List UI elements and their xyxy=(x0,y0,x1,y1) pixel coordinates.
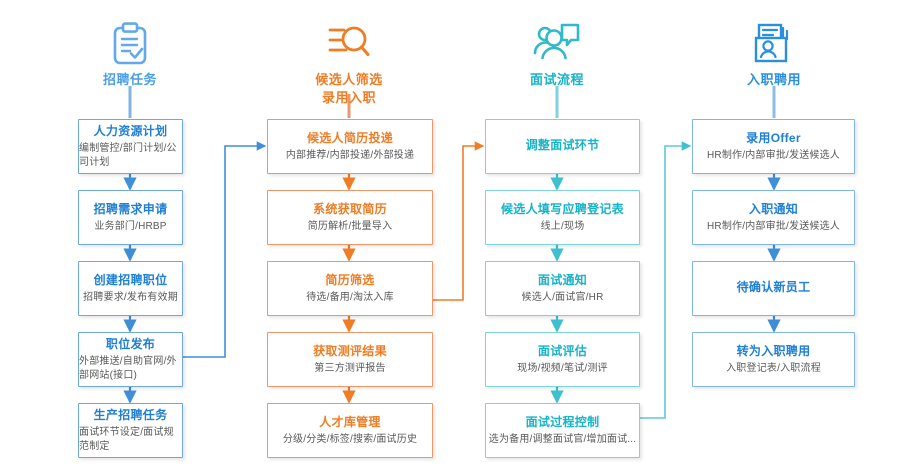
column-title-candidate-screen: 候选人筛选 录用入职 xyxy=(315,72,383,105)
node-subtitle: 编制管控/部门计划/公司计划 xyxy=(79,142,177,168)
node-title: 职位发布 xyxy=(105,336,156,351)
node-subtitle: 候选人/面试官/HR xyxy=(521,291,604,303)
clipboard-check-icon xyxy=(80,22,180,71)
node-interview-flow-4[interactable]: 面试评估 现场/视频/笔试/测评 xyxy=(485,332,640,387)
column-header-interview-flow: 面试流程 xyxy=(507,22,607,89)
node-subtitle: 线上/现场 xyxy=(540,220,585,232)
node-candidate-screen-5[interactable]: 人才库管理 分级/分类/标签/搜索/面试历史 xyxy=(267,403,433,458)
node-interview-flow-3[interactable]: 面试通知 候选人/面试官/HR xyxy=(485,261,640,316)
node-subtitle: 分级/分类/标签/搜索/面试历史 xyxy=(282,433,418,445)
node-subtitle: 入职登记表/入职流程 xyxy=(726,362,821,374)
node-title: 面试通知 xyxy=(537,272,588,287)
node-title: 创建招聘职位 xyxy=(93,272,168,287)
node-title: 人力资源计划 xyxy=(93,123,168,138)
node-subtitle: HR制作/内部审批/发送候选人 xyxy=(707,149,840,161)
node-recruit-task-3[interactable]: 创建招聘职位 招聘要求/发布有效期 xyxy=(78,261,183,316)
node-subtitle: 外部推送/自助官网/外部网站(接口) xyxy=(79,355,177,381)
node-onboarding-3[interactable]: 待确认新员工 xyxy=(692,261,855,316)
employee-folder-icon xyxy=(724,22,824,71)
node-subtitle: 选为备用/调整面试官/增加面试... xyxy=(488,433,637,445)
column-title-recruit-task: 招聘任务 xyxy=(102,72,157,87)
node-candidate-screen-2[interactable]: 系统获取简历 简历解析/批量导入 xyxy=(267,190,433,245)
node-candidate-screen-4[interactable]: 获取测评结果 第三方测评报告 xyxy=(267,332,433,387)
node-title: 候选人填写应聘登记表 xyxy=(500,201,624,216)
node-subtitle: 内部推荐/内部投递/外部投递 xyxy=(285,149,415,161)
node-title: 录用Offer xyxy=(746,130,801,145)
search-list-icon xyxy=(299,22,399,71)
column-header-recruit-task: 招聘任务 xyxy=(80,22,180,89)
node-onboarding-4[interactable]: 转为入职聘用 入职登记表/入职流程 xyxy=(692,332,855,387)
node-recruit-task-1[interactable]: 人力资源计划 编制管控/部门计划/公司计划 xyxy=(78,119,183,174)
node-candidate-screen-1[interactable]: 候选人简历投递 内部推荐/内部投递/外部投递 xyxy=(267,119,433,174)
node-subtitle: HR制作/内部审批/发送候选人 xyxy=(707,220,840,232)
node-title: 入职通知 xyxy=(748,201,799,216)
node-title: 待确认新员工 xyxy=(736,279,811,294)
node-interview-flow-5[interactable]: 面试过程控制 选为备用/调整面试官/增加面试... xyxy=(485,403,640,458)
column-header-candidate-screen: 候选人筛选 录用入职 xyxy=(299,22,399,107)
node-subtitle: 简历解析/批量导入 xyxy=(307,220,393,232)
column-title-onboarding: 入职聘用 xyxy=(746,72,801,87)
node-title: 生产招聘任务 xyxy=(93,407,168,422)
node-title: 面试评估 xyxy=(537,343,588,358)
node-onboarding-2[interactable]: 入职通知 HR制作/内部审批/发送候选人 xyxy=(692,190,855,245)
node-subtitle: 招聘要求/发布有效期 xyxy=(83,291,178,303)
node-title: 系统获取简历 xyxy=(313,201,387,216)
node-candidate-screen-3[interactable]: 简历筛选 待选/备用/淘汰入库 xyxy=(267,261,433,316)
node-subtitle: 面试环节设定/面试规范制定 xyxy=(79,426,174,452)
node-onboarding-1[interactable]: 录用Offer HR制作/内部审批/发送候选人 xyxy=(692,119,855,174)
node-title: 面试过程控制 xyxy=(525,414,600,429)
node-interview-flow-2[interactable]: 候选人填写应聘登记表 线上/现场 xyxy=(485,190,640,245)
node-title: 简历筛选 xyxy=(325,272,375,287)
node-subtitle: 第三方测评报告 xyxy=(314,362,386,374)
node-title: 调整面试环节 xyxy=(525,137,600,152)
column-header-onboarding: 入职聘用 xyxy=(724,22,824,89)
node-recruit-task-5[interactable]: 生产招聘任务 面试环节设定/面试规范制定 xyxy=(78,403,183,458)
node-recruit-task-4[interactable]: 职位发布 外部推送/自助官网/外部网站(接口) xyxy=(78,332,183,387)
node-title: 获取测评结果 xyxy=(313,343,387,358)
node-recruit-task-2[interactable]: 招聘需求申请 业务部门/HRBP xyxy=(78,190,183,245)
people-chat-icon xyxy=(507,22,607,71)
node-subtitle: 待选/备用/淘汰入库 xyxy=(306,291,394,303)
column-title-interview-flow: 面试流程 xyxy=(529,72,584,87)
node-subtitle: 业务部门/HRBP xyxy=(94,220,167,232)
node-title: 转为入职聘用 xyxy=(736,343,811,358)
node-title: 候选人简历投递 xyxy=(306,130,394,145)
node-title: 人才库管理 xyxy=(319,414,381,429)
node-subtitle: 现场/视频/笔试/测评 xyxy=(517,362,608,374)
node-title: 招聘需求申请 xyxy=(93,201,168,216)
node-interview-flow-1[interactable]: 调整面试环节 xyxy=(485,119,640,174)
